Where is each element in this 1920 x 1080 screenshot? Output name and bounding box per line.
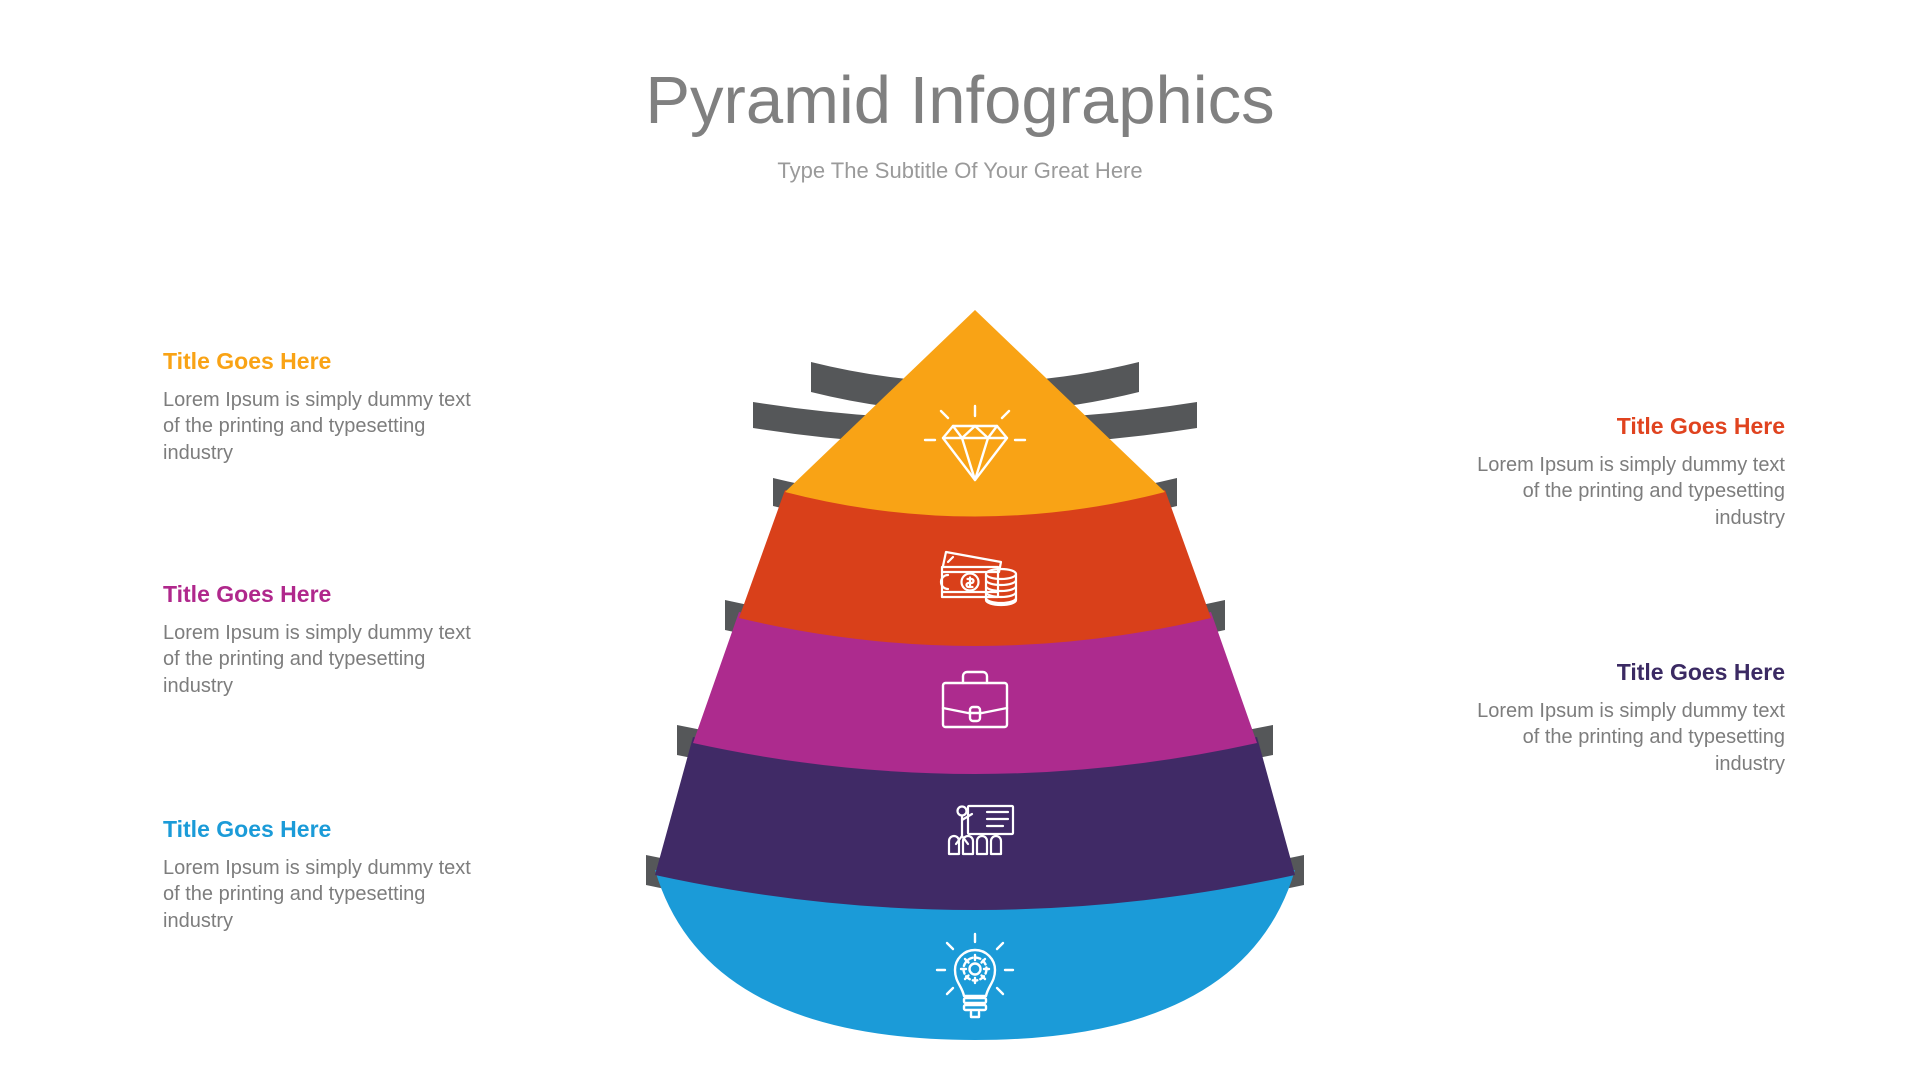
tier-4-segment[interactable] bbox=[655, 737, 1295, 910]
left-block-3-title: Title Goes Here bbox=[163, 816, 332, 842]
presentation-icon bbox=[947, 804, 1015, 856]
briefcase-icon bbox=[941, 670, 1009, 729]
pyramid-diagram bbox=[615, 300, 1335, 1040]
left-block-1-body: Lorem Ipsum is simply dummy text of the … bbox=[163, 388, 471, 464]
left-block-3-body: Lorem Ipsum is simply dummy text of the … bbox=[163, 856, 471, 932]
left-block-1-title: Title Goes Here bbox=[163, 348, 332, 374]
right-block-2-body: Lorem Ipsum is simply dummy text of the … bbox=[1477, 699, 1785, 775]
left-text-block-3: Title Goes Here Lorem Ipsum is simply du… bbox=[163, 815, 493, 934]
pyramid-tier-4[interactable] bbox=[655, 725, 1295, 910]
page-title: Pyramid Infographics bbox=[645, 63, 1275, 138]
diamond-icon bbox=[923, 404, 1027, 482]
lightbulb-gear-icon bbox=[935, 932, 1015, 1019]
money-icon bbox=[939, 550, 1018, 607]
left-text-block-2: Title Goes Here Lorem Ipsum is simply du… bbox=[163, 580, 493, 699]
right-text-block-2: Title Goes Here Lorem Ipsum is simply du… bbox=[1455, 658, 1785, 777]
pyramid-tier-5[interactable] bbox=[646, 855, 1304, 1040]
tier-3-segment[interactable] bbox=[693, 612, 1257, 774]
right-block-1-body: Lorem Ipsum is simply dummy text of the … bbox=[1477, 453, 1785, 529]
left-block-2-body: Lorem Ipsum is simply dummy text of the … bbox=[163, 621, 471, 697]
pyramid-tier-1[interactable] bbox=[785, 310, 1165, 517]
left-block-2-title: Title Goes Here bbox=[163, 581, 332, 607]
right-block-2-title: Title Goes Here bbox=[1616, 659, 1785, 685]
right-block-1-title: Title Goes Here bbox=[1616, 413, 1785, 439]
page-subtitle: Type The Subtitle Of Your Great Here bbox=[777, 158, 1143, 184]
slide-header: Pyramid Infographics Type The Subtitle O… bbox=[0, 62, 1920, 186]
left-text-block-1: Title Goes Here Lorem Ipsum is simply du… bbox=[163, 347, 493, 466]
pyramid-svg bbox=[646, 310, 1304, 1040]
right-text-block-1: Title Goes Here Lorem Ipsum is simply du… bbox=[1455, 412, 1785, 531]
